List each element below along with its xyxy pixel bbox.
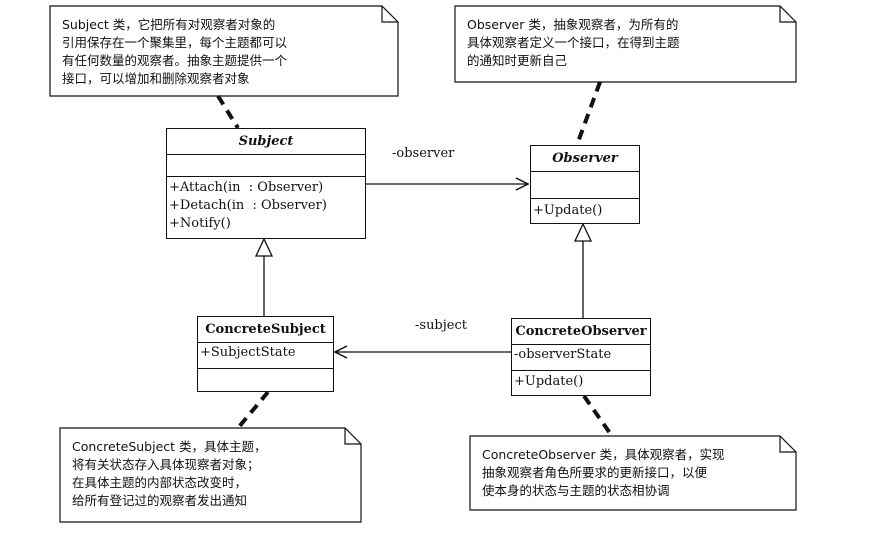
note-line: 的通知时更新自己 xyxy=(467,53,568,68)
association-label-observer: -observer xyxy=(392,146,455,161)
note-line: Subject 类，它把所有对观察者对象的 xyxy=(62,17,276,32)
note-anchor-concrete-subject xyxy=(236,390,270,430)
class-concrete-subject[interactable]: ConcreteSubject +SubjectState xyxy=(197,316,334,392)
note-outline-concrete-observer xyxy=(469,435,797,511)
attribute-observer-state: -observerState xyxy=(514,347,612,362)
note-line: 接口，可以增加和删除观察者对象 xyxy=(62,71,250,86)
note-anchor-concrete-observer xyxy=(582,394,614,438)
generalization-concrete-observer xyxy=(573,222,593,318)
note-line: ConcreteObserver 类，具体观察者，实现 xyxy=(482,447,725,462)
note-line: 使本身的状态与主题的状态相协调 xyxy=(482,483,670,498)
note-line: ConcreteSubject 类，具体主题， xyxy=(72,439,267,454)
class-name: Observer xyxy=(531,146,639,172)
attributes-section xyxy=(531,172,639,199)
class-name: ConcreteObserver xyxy=(512,319,650,345)
note-line: 抽象观察者角色所要求的更新接口，以便 xyxy=(482,465,708,480)
note-concrete-subject: ConcreteSubject 类，具体主题， 将有关状态存入具体现察者对象； … xyxy=(62,429,345,516)
note-outline-concrete-subject xyxy=(59,427,362,523)
operations-section: +Update() xyxy=(531,199,639,221)
operations-section: +Update() xyxy=(512,371,650,392)
class-observer[interactable]: Observer +Update() xyxy=(530,145,640,224)
operation-notify: +Notify() xyxy=(169,216,231,231)
note-line: Observer 类，抽象观察者，为所有的 xyxy=(467,17,679,32)
note-anchor-subject xyxy=(216,94,240,130)
operation-detach: +Detach(in : Observer) xyxy=(169,198,327,213)
attributes-section: -observerState xyxy=(512,345,650,371)
class-concrete-observer[interactable]: ConcreteObserver -observerState +Update(… xyxy=(511,318,651,396)
note-line: 有任何数量的观察者。抽象主题提供一个 xyxy=(62,53,288,68)
operations-section xyxy=(198,369,333,371)
attributes-section xyxy=(167,155,365,177)
class-name: ConcreteSubject xyxy=(198,317,333,343)
note-subject: Subject 类，它把所有对观察者对象的 引用保存在一个聚集里，每个主题都可以… xyxy=(52,7,382,94)
class-subject[interactable]: Subject +Attach(in : Observer) +Detach(i… xyxy=(166,128,366,239)
note-line: 引用保存在一个聚集里，每个主题都可以 xyxy=(62,35,288,50)
note-anchor-observer xyxy=(576,81,602,143)
note-observer: Observer 类，抽象观察者，为所有的 具体观察者定义一个接口，在得到主题 … xyxy=(457,7,777,76)
note-line: 具体观察者定义一个接口，在得到主题 xyxy=(467,35,680,50)
class-name: Subject xyxy=(167,129,365,155)
operation-attach: +Attach(in : Observer) xyxy=(169,180,324,195)
note-line: 将有关状态存入具体现察者对象； xyxy=(72,457,260,472)
operation-update: +Update() xyxy=(533,203,603,218)
generalization-concrete-subject xyxy=(254,237,274,316)
note-outline-observer xyxy=(454,5,797,83)
operations-section: +Attach(in : Observer) +Detach(in : Obse… xyxy=(167,177,365,234)
attribute-subject-state: +SubjectState xyxy=(200,345,296,360)
association-label-subject: -subject xyxy=(415,318,467,333)
attributes-section: +SubjectState xyxy=(198,343,333,369)
note-line: 在具体主题的内部状态改变时， xyxy=(72,475,248,490)
note-concrete-observer: ConcreteObserver 类，具体观察者，实现 抽象观察者角色所要求的更… xyxy=(472,437,782,506)
note-line: 给所有登记过的观察者发出通知 xyxy=(72,493,248,508)
operation-update: +Update() xyxy=(514,374,584,389)
note-outline-subject xyxy=(49,5,399,97)
